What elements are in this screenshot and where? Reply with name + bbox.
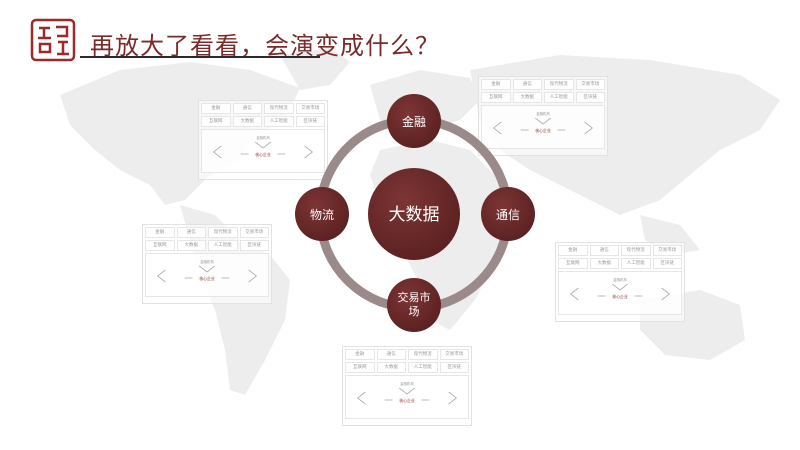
mini-flow-diagram: 金融机构 核心企业 bbox=[345, 375, 469, 419]
tag-bigdata: 大数据 bbox=[589, 258, 619, 269]
node-left-label: 物流 bbox=[310, 208, 334, 222]
mini-top-label: 金融机构 bbox=[536, 111, 550, 116]
tag-telecom: 通信 bbox=[176, 227, 206, 238]
tag-blockchain: 区块链 bbox=[652, 258, 682, 269]
tag-bigdata: 大数据 bbox=[232, 116, 262, 127]
mini-center-label: 核心企业 bbox=[399, 398, 415, 403]
mini-top-label: 金融机构 bbox=[256, 135, 270, 140]
node-right-circle bbox=[481, 187, 535, 241]
node-top-label: 金融 bbox=[402, 114, 426, 129]
tag-row: 互联网 大数据 人工智能 区块链 bbox=[145, 240, 269, 251]
info-panel-top-right: 金融 通信 现代物流 交易市场 互联网 大数据 人工智能 区块链 金融机构 核心… bbox=[478, 76, 608, 156]
tag-logistics: 现代物流 bbox=[544, 79, 574, 90]
tag-internet: 互联网 bbox=[345, 362, 375, 373]
tag-market: 交易市场 bbox=[295, 103, 325, 114]
tag-row: 金融 通信 现代物流 交易市场 bbox=[481, 79, 605, 90]
tag-market: 交易市场 bbox=[239, 227, 269, 238]
mini-top-label: 金融机构 bbox=[613, 277, 627, 282]
tag-market: 交易市场 bbox=[575, 79, 605, 90]
tag-ai: 人工智能 bbox=[408, 362, 438, 373]
tag-finance: 金融 bbox=[345, 349, 375, 360]
tag-row: 互联网 大数据 人工智能 区块链 bbox=[558, 258, 682, 269]
tag-telecom: 通信 bbox=[376, 349, 406, 360]
tag-ai: 人工智能 bbox=[544, 92, 574, 103]
tag-internet: 互联网 bbox=[481, 92, 511, 103]
tag-row: 互联网 大数据 人工智能 区块链 bbox=[345, 362, 469, 373]
tag-telecom: 通信 bbox=[512, 79, 542, 90]
center-node-label: 大数据 bbox=[389, 205, 440, 224]
tag-logistics: 现代物流 bbox=[208, 227, 238, 238]
info-panel-top-left: 金融 通信 现代物流 交易市场 互联网 大数据 人工智能 区块链 金融机构 核心… bbox=[198, 100, 328, 180]
tag-ai: 人工智能 bbox=[264, 116, 294, 127]
node-right-label: 通信 bbox=[496, 208, 520, 222]
info-panel-right: 金融 通信 现代物流 交易市场 互联网 大数据 人工智能 区块链 金融机构 核心… bbox=[555, 242, 685, 322]
node-top-circle bbox=[387, 94, 441, 148]
tag-finance: 金融 bbox=[201, 103, 231, 114]
tag-row: 金融 通信 现代物流 交易市场 bbox=[145, 227, 269, 238]
tag-internet: 互联网 bbox=[201, 116, 231, 127]
mini-center-label: 核心企业 bbox=[255, 152, 271, 157]
node-left-circle bbox=[295, 187, 349, 241]
mini-flow-diagram: 金融机构 核心企业 bbox=[201, 129, 325, 173]
tag-logistics: 现代物流 bbox=[264, 103, 294, 114]
seal-logo bbox=[30, 18, 76, 62]
tag-finance: 金融 bbox=[481, 79, 511, 90]
page-title: 再放大了看看，会演变成什么？ bbox=[90, 32, 440, 60]
mini-flow-diagram: 金融机构 核心企业 bbox=[481, 105, 605, 149]
info-panel-left: 金融 通信 现代物流 交易市场 互联网 大数据 人工智能 区块链 金融机构 核心… bbox=[142, 224, 272, 304]
tag-row: 金融 通信 现代物流 交易市场 bbox=[345, 349, 469, 360]
tag-row: 互联网 大数据 人工智能 区块链 bbox=[481, 92, 605, 103]
tag-blockchain: 区块链 bbox=[439, 362, 469, 373]
node-bottom-label-2: 场 bbox=[409, 304, 420, 318]
tag-logistics: 现代物流 bbox=[408, 349, 438, 360]
tag-blockchain: 区块链 bbox=[575, 92, 605, 103]
title-underline bbox=[80, 56, 320, 58]
tag-internet: 互联网 bbox=[558, 258, 588, 269]
tag-blockchain: 区块链 bbox=[295, 116, 325, 127]
mini-flow-diagram: 金融机构 核心企业 bbox=[558, 271, 682, 315]
tag-market: 交易市场 bbox=[652, 245, 682, 256]
tag-row: 金融 通信 现代物流 交易市场 bbox=[201, 103, 325, 114]
tag-bigdata: 大数据 bbox=[176, 240, 206, 251]
tag-market: 交易市场 bbox=[439, 349, 469, 360]
tag-logistics: 现代物流 bbox=[621, 245, 651, 256]
tag-blockchain: 区块链 bbox=[239, 240, 269, 251]
tag-row: 金融 通信 现代物流 交易市场 bbox=[558, 245, 682, 256]
mini-top-label: 金融机构 bbox=[400, 381, 414, 386]
mini-center-label: 核心企业 bbox=[535, 128, 551, 133]
node-bottom-circle bbox=[387, 278, 441, 332]
info-panel-bottom: 金融 通信 现代物流 交易市场 互联网 大数据 人工智能 区块链 金融机构 核心… bbox=[342, 346, 472, 426]
tag-ai: 人工智能 bbox=[621, 258, 651, 269]
mini-center-label: 核心企业 bbox=[199, 276, 215, 281]
tag-bigdata: 大数据 bbox=[512, 92, 542, 103]
tag-finance: 金融 bbox=[558, 245, 588, 256]
mini-flow-diagram: 金融机构 核心企业 bbox=[145, 253, 269, 297]
tag-finance: 金融 bbox=[145, 227, 175, 238]
tag-internet: 互联网 bbox=[145, 240, 175, 251]
tag-row: 互联网 大数据 人工智能 区块链 bbox=[201, 116, 325, 127]
tag-telecom: 通信 bbox=[232, 103, 262, 114]
mini-top-label: 金融机构 bbox=[200, 259, 214, 264]
tag-ai: 人工智能 bbox=[208, 240, 238, 251]
mini-center-label: 核心企业 bbox=[612, 294, 628, 299]
tag-bigdata: 大数据 bbox=[376, 362, 406, 373]
center-node-circle bbox=[368, 168, 460, 260]
node-bottom-label-1: 交易市 bbox=[398, 290, 431, 304]
tag-telecom: 通信 bbox=[589, 245, 619, 256]
